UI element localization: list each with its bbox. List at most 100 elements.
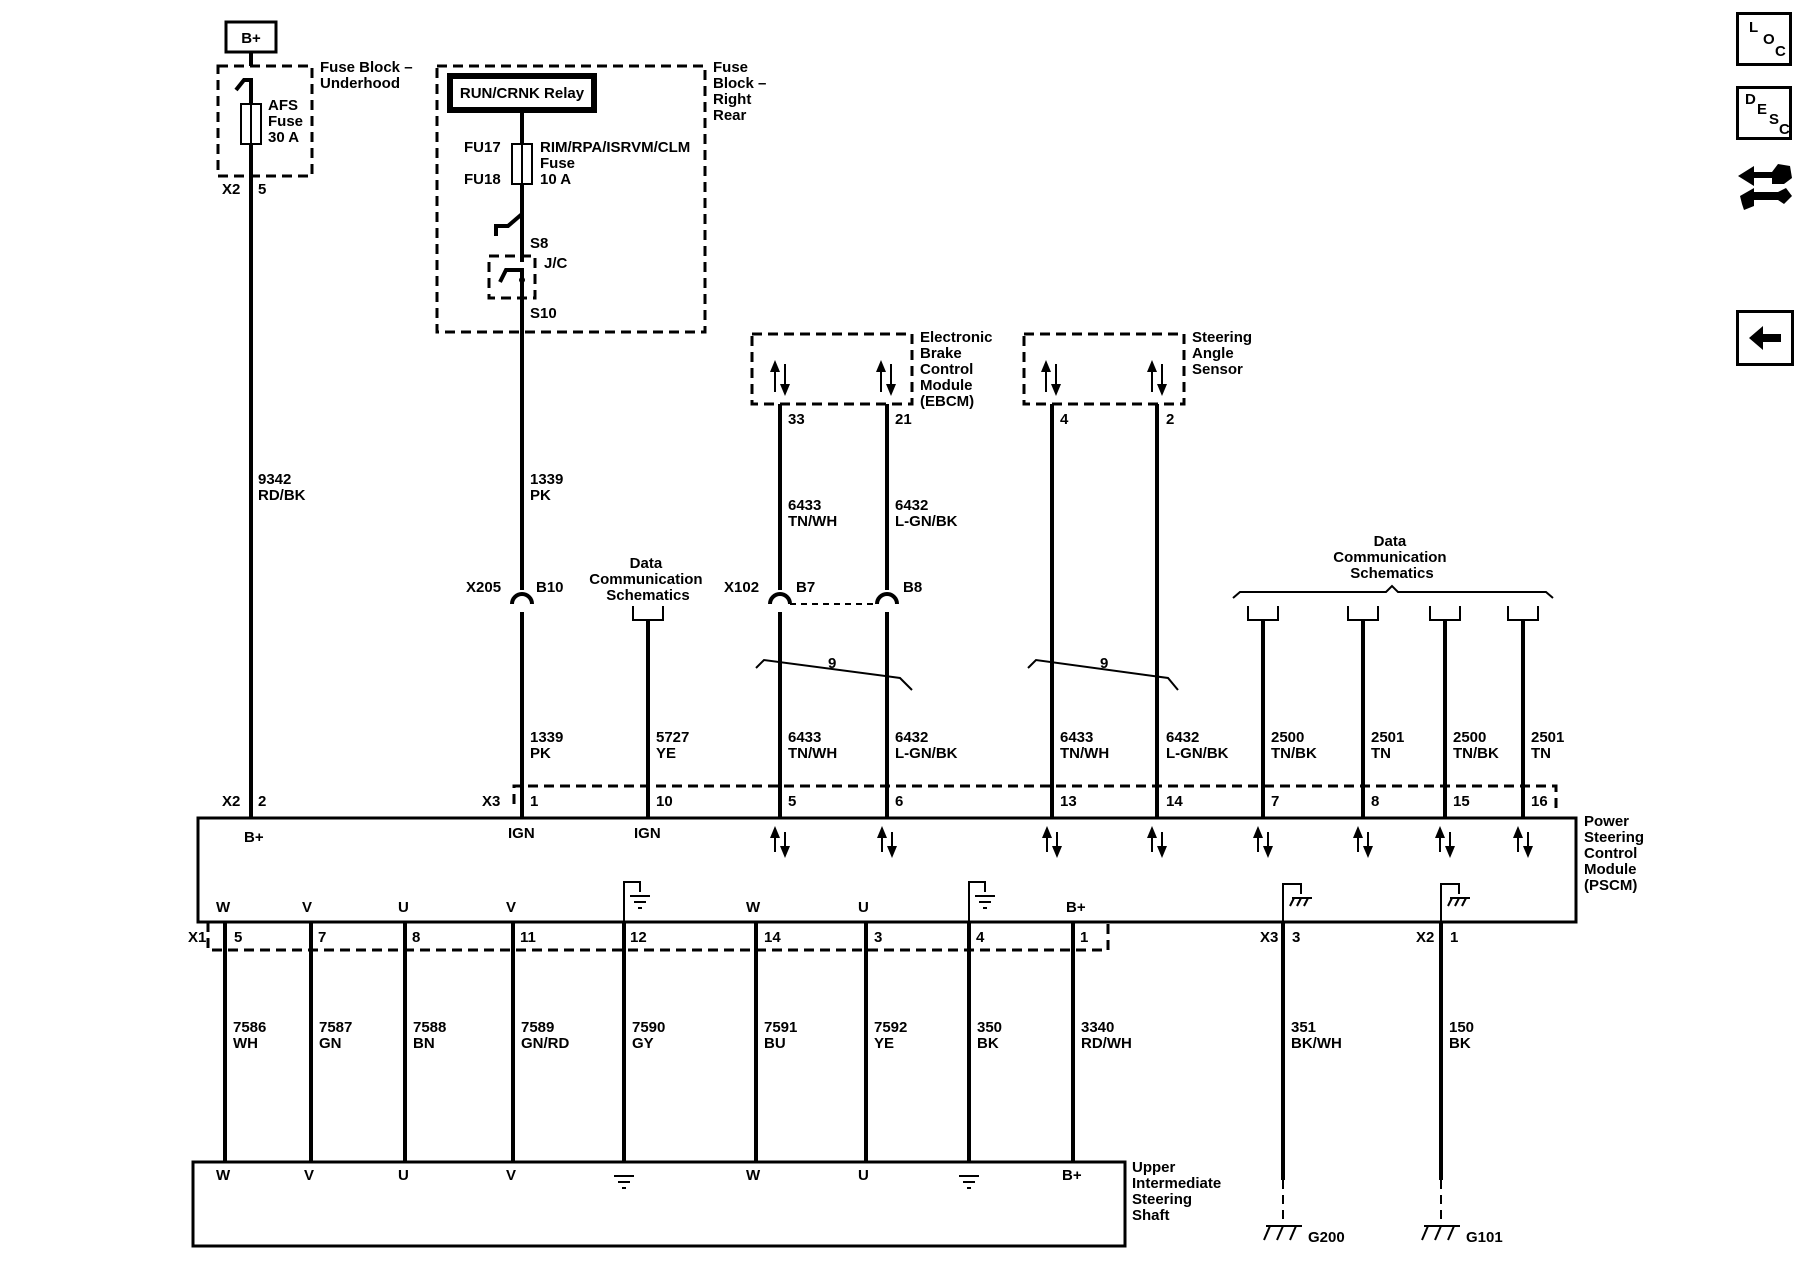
connector-tool-icon[interactable] <box>1734 158 1796 220</box>
fuse-block-underhood-outline <box>216 64 314 178</box>
chassis-ground-g101-icon <box>1421 1225 1460 1241</box>
s8-label: S8 <box>530 235 548 252</box>
svg-text:B+: B+ <box>1062 1167 1082 1184</box>
wire-1339-upper-label: 1339 PK <box>530 471 568 504</box>
pscm-ign-label: IGN <box>508 825 535 842</box>
pin-label: 13 <box>1060 793 1077 810</box>
svg-text:V: V <box>304 1167 314 1184</box>
pscm-x3-bottom-label: X3 <box>1260 929 1278 946</box>
pin-label: 1 <box>530 793 538 810</box>
bidir-arrow-icon <box>1353 826 1373 858</box>
x102-connector-a <box>768 592 792 605</box>
jc-outline <box>487 254 537 300</box>
sas-pin-b: 2 <box>1166 411 1174 428</box>
ebcm-twist-label: 9 <box>828 655 836 672</box>
pscm-x3-connector-outline <box>512 784 1558 814</box>
left-arrow-icon <box>1749 326 1781 350</box>
datacomm-right-connectors <box>1247 606 1539 621</box>
ebcm-pin-b: 21 <box>895 411 912 428</box>
bidir-arrow-icon <box>770 826 790 858</box>
pscm-internal-ground-icon <box>623 881 650 922</box>
steering-shaft-label: Upper Intermediate Steering Shaft <box>1132 1159 1225 1224</box>
pscm-top-pins: 1 10 5 6 13 14 7 8 15 16 <box>530 793 1548 810</box>
datacomm-left-connector <box>632 606 664 621</box>
pscm-x3-top-label: X3 <box>482 793 500 810</box>
ebcm-twisted-pair <box>755 658 913 691</box>
pscm-x3-bottom-pin: 3 <box>1292 929 1300 946</box>
fuse-switch-symbol <box>234 78 253 104</box>
run-crnk-relay-label: RUN/CRNK Relay <box>460 85 585 102</box>
pscm-bplus-label: B+ <box>244 829 264 846</box>
underhood-conn-label: X2 <box>222 181 240 198</box>
s10-label: S10 <box>530 305 557 322</box>
bplus-label: B+ <box>241 30 261 47</box>
sas-pin-a: 4 <box>1060 411 1069 428</box>
sas-bidir-arrow-b <box>1147 360 1167 396</box>
run-crnk-relay <box>447 73 597 113</box>
datacomm-right-bracket <box>1232 584 1554 599</box>
pscm-x2-bottom-label: X2 <box>1416 929 1434 946</box>
pin-label: 8 <box>1371 793 1379 810</box>
svg-text:U: U <box>858 1167 869 1184</box>
x205-connector <box>510 592 534 605</box>
sas-twist-label: 9 <box>1100 655 1108 672</box>
pin-label: 12 <box>630 929 647 946</box>
pscm-label: Power Steering Control Module (PSCM) <box>1584 813 1648 894</box>
svg-text:U: U <box>858 899 869 916</box>
bidir-arrow-icon <box>1513 826 1533 858</box>
pscm-x1-connector-outline <box>206 922 1110 952</box>
svg-text:W: W <box>216 899 231 916</box>
pin-label: 7 <box>318 929 326 946</box>
bidir-arrow-icon <box>1042 826 1062 858</box>
pin-label: 3 <box>874 929 882 946</box>
pscm-chassis-ground-icon <box>1440 883 1470 922</box>
bidir-arrow-icon <box>1253 826 1273 858</box>
wire-9342-label: 9342 RD/BK <box>258 471 306 504</box>
pin-label: 8 <box>412 929 420 946</box>
ebcm-pin-a: 33 <box>788 411 805 428</box>
back-button[interactable] <box>1736 310 1794 366</box>
pscm-ign-label: IGN <box>634 825 661 842</box>
pin-label: 5 <box>234 929 242 946</box>
loc-button[interactable]: L O C <box>1736 12 1792 66</box>
ground-g200-label: G200 <box>1308 1229 1345 1246</box>
steering-shaft-pin-labels: W V U V W U B+ <box>216 1167 1082 1184</box>
sas-outline <box>1022 332 1186 406</box>
fu17-label: FU17 <box>464 139 501 156</box>
x102-connector-b <box>875 592 899 605</box>
x205-label: X205 <box>466 579 501 596</box>
svg-text:U: U <box>398 899 409 916</box>
pin-label: 14 <box>1166 793 1183 810</box>
wire-6433-upper-label: 6433 TN/WH <box>788 497 837 530</box>
x102-label: X102 <box>724 579 759 596</box>
pscm-internal-ground-icon <box>968 881 995 922</box>
pin-label: 7 <box>1271 793 1279 810</box>
relay-switch-symbol <box>494 184 524 236</box>
pin-label: 16 <box>1531 793 1548 810</box>
afs-fuse-label: AFS Fuse 30 A <box>268 97 307 146</box>
svg-text:V: V <box>506 1167 516 1184</box>
svg-text:W: W <box>216 1167 231 1184</box>
shaft-ground-icon <box>614 1175 634 1189</box>
desc-button[interactable]: D E S C <box>1736 86 1792 140</box>
fuse-block-rr-label: Fuse Block – Right Rear <box>713 59 771 124</box>
jc-label: J/C <box>544 255 568 272</box>
pscm-x2-bottom-pin: 1 <box>1450 929 1458 946</box>
